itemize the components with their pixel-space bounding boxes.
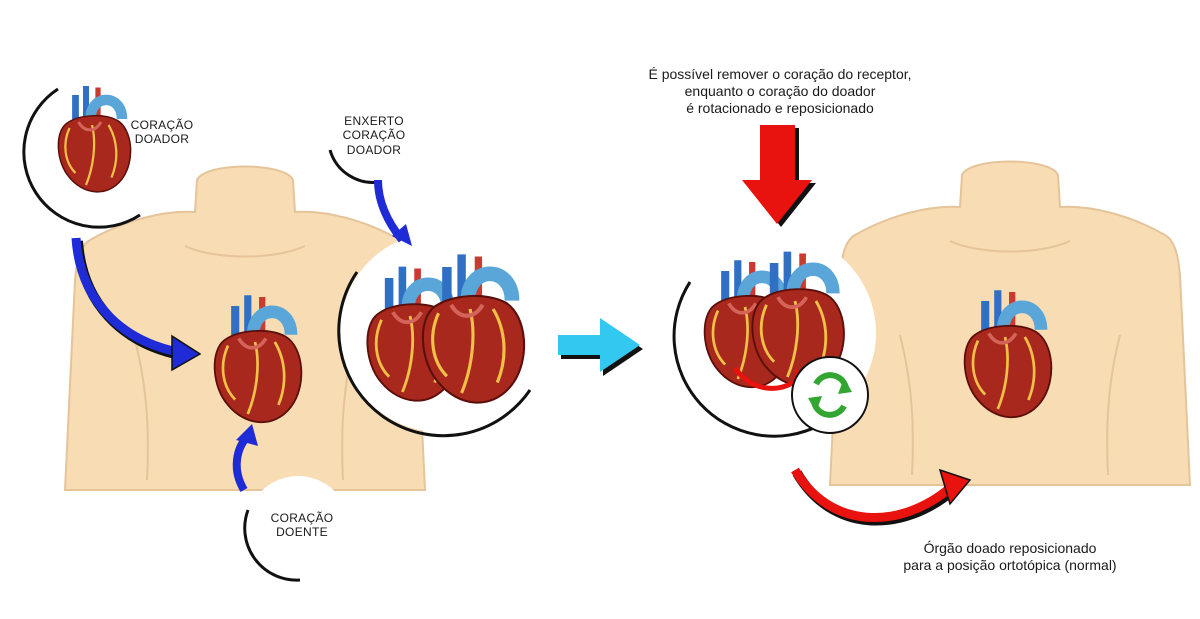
curved-arrow-icon: [232, 424, 258, 493]
donor-heart-label-line: DOADOR: [134, 132, 190, 147]
graft-circle: [337, 232, 540, 438]
top-note: É possível remover o coração do receptor…: [600, 66, 960, 116]
top-note-line: é rotacionado e reposicionado: [686, 99, 874, 116]
curved-arrow-icon: [791, 467, 972, 526]
graft-label-line: ENXERTO: [344, 114, 404, 128]
down-arrow-icon: [742, 125, 816, 227]
recycle-icon: [791, 356, 869, 434]
donor-heart-label: CORAÇÃO DOADOR: [122, 118, 202, 147]
top-note-line: É possível remover o coração do receptor…: [648, 66, 912, 82]
donor-heart-label-line: CORAÇÃO: [130, 118, 194, 132]
graft-label-circle: [327, 93, 417, 184]
graft-label-line: DOADOR: [346, 142, 402, 157]
bottom-note-line: Órgão doado reposicionado: [923, 540, 1097, 556]
diseased-label-circle: [243, 476, 350, 582]
donor-heart-circle: [22, 76, 167, 229]
diseased-heart-label: CORAÇÃO DOENTE: [262, 511, 342, 540]
right-arrow-icon: [558, 318, 643, 376]
curved-arrow-icon: [374, 179, 412, 246]
diseased-heart-label-line: DOENTE: [276, 525, 328, 540]
bottom-note-line: para a posição ortotópica (normal): [903, 556, 1117, 573]
top-note-line: enquanto o coração do doador: [684, 82, 876, 99]
graft-label: ENXERTO CORAÇÃO DOADOR: [334, 114, 414, 157]
curved-arrow-icon: [71, 237, 202, 372]
diseased-heart-label-line: CORAÇÃO: [270, 511, 334, 525]
bottom-note: Órgão doado reposicionado para a posição…: [860, 540, 1160, 574]
graft-label-line: CORAÇÃO: [342, 128, 406, 143]
